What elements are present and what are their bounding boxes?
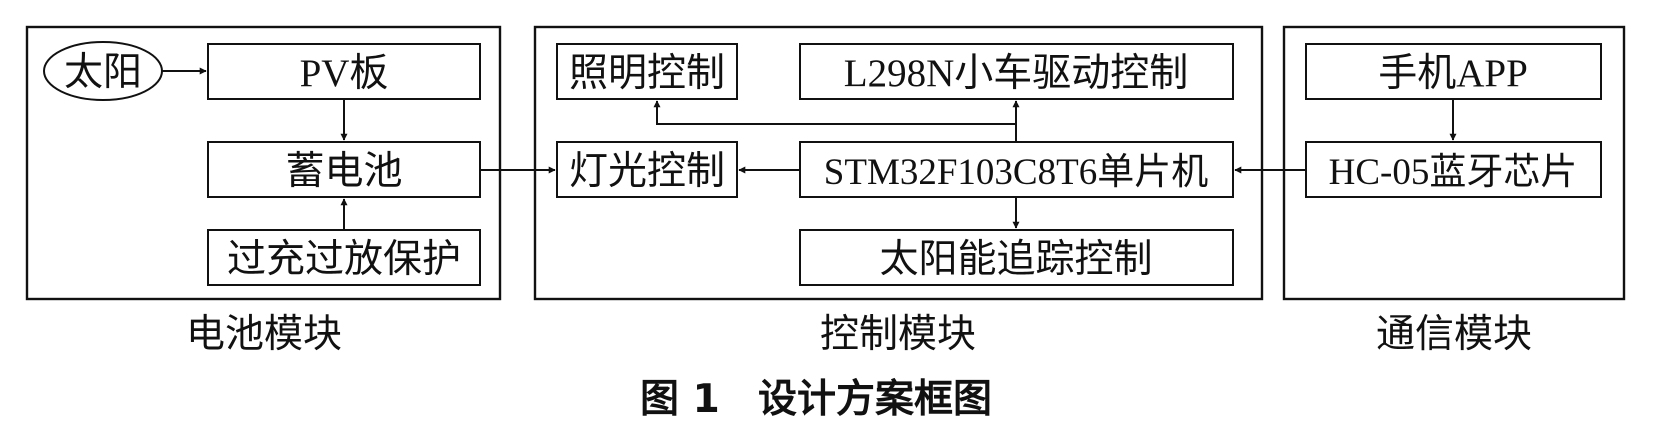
bluetooth-chip-box: [1305, 141, 1602, 198]
phone-app-label: 手机APP: [1378, 52, 1528, 95]
light-control-label: 灯光控制: [569, 150, 725, 193]
car-drive-control-label: L298N小车驱动控制: [844, 52, 1189, 95]
battery-label: 蓄电池: [285, 150, 402, 193]
solar-tracking-label: 太阳能追踪控制: [879, 238, 1152, 281]
figure-title: 设计方案框图: [758, 377, 992, 422]
bluetooth-chip-label: HC-05蓝牙芯片: [1329, 151, 1578, 193]
battery-box: [207, 141, 481, 198]
figure-number: 图 1: [640, 377, 720, 422]
protection-label: 过充过放保护: [227, 238, 461, 281]
battery-module-frame: [25, 25, 502, 301]
comm-module-label: 通信模块: [1376, 313, 1532, 356]
battery-module-label: 电池模块: [186, 313, 342, 356]
lighting-control-box: [556, 43, 738, 100]
sun-label: 太阳: [64, 51, 142, 94]
pv-panel-label: PV板: [300, 52, 389, 95]
mcu-box: [799, 141, 1234, 198]
arrow-mcu-to-lighting-control: [653, 100, 1016, 125]
mcu-label: STM32F103C8T6单片机: [824, 152, 1208, 193]
solar-tracking-box: [799, 229, 1234, 286]
comm-module-frame: [1282, 25, 1626, 301]
control-module-label: 控制模块: [820, 313, 976, 356]
control-module-frame: [533, 25, 1264, 301]
protection-box: [207, 229, 481, 286]
light-control-box: [556, 141, 738, 198]
car-drive-control-box: [799, 43, 1234, 100]
lighting-control-label: 照明控制: [569, 52, 725, 95]
